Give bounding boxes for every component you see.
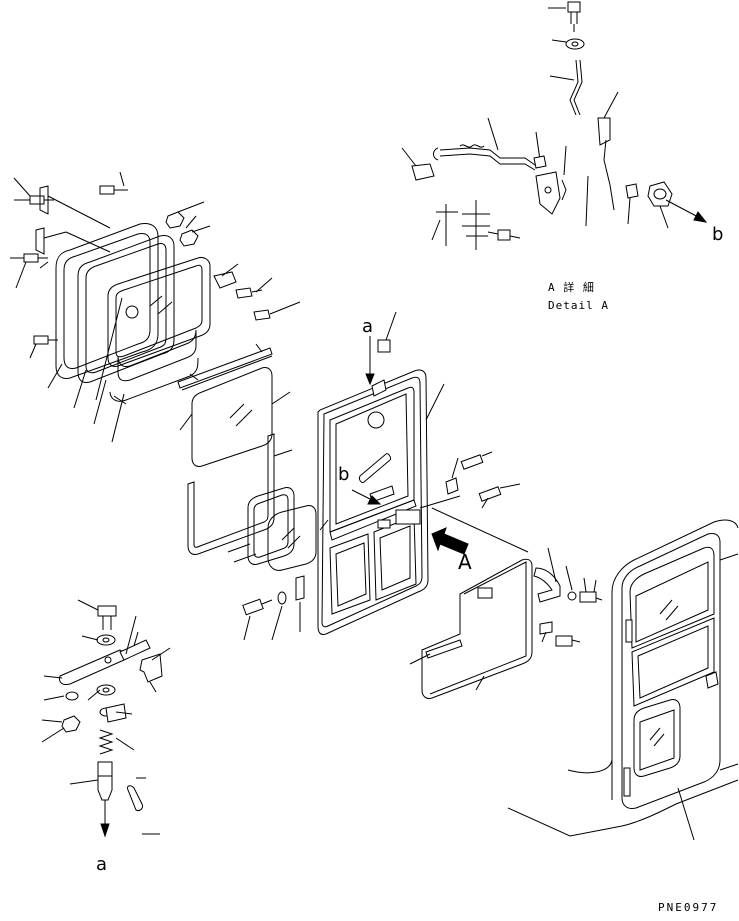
lower-window-parts — [177, 343, 317, 571]
window-rail — [109, 329, 199, 405]
lock-hardware — [41, 599, 171, 838]
detail-link-rod — [433, 117, 536, 171]
callout-a-bottom: a — [96, 854, 108, 875]
detail-cab-symbol — [431, 200, 521, 250]
nut-top — [165, 201, 211, 247]
detail-knob — [625, 181, 673, 229]
window-glass-frame — [107, 257, 211, 367]
left-leader-lines — [39, 171, 125, 443]
detail-spring — [561, 145, 589, 227]
hw-leaders — [41, 689, 101, 743]
detail-bolt — [548, 1, 581, 32]
callout-b-arrow: b — [338, 464, 350, 485]
small-window — [227, 487, 317, 571]
door-trim-panel — [409, 507, 533, 699]
view-label-a: A — [458, 550, 472, 574]
detail-washer — [551, 38, 585, 50]
cab-body — [507, 519, 739, 841]
callout-a-top: a — [362, 316, 374, 337]
hw-lever — [43, 649, 127, 685]
left-brackets — [35, 185, 111, 255]
detail-title-en: Detail A — [548, 299, 609, 312]
u-channel — [187, 433, 293, 555]
view-arrow-a — [431, 527, 469, 555]
detail-a-assembly — [401, 1, 708, 250]
glass-channel — [177, 343, 273, 391]
detail-bracket — [597, 91, 619, 211]
hw-pin — [69, 761, 160, 838]
callout-b-arrow — [351, 489, 382, 505]
left-bolts — [10, 177, 128, 359]
left-window-assembly — [10, 171, 301, 443]
window-latch — [213, 263, 301, 321]
hw-plate — [105, 703, 133, 723]
detail-clip — [401, 147, 435, 181]
door-hinge — [242, 575, 305, 641]
window-frame-outer — [55, 223, 159, 379]
detail-rod — [549, 59, 583, 116]
glass-pane — [179, 367, 291, 467]
door-frame — [317, 369, 445, 635]
callout-a-top-arrow — [365, 311, 397, 386]
hw-spring — [98, 729, 135, 755]
drawing-number: PNE0977 — [658, 901, 719, 914]
hw-spring-clip — [119, 615, 171, 693]
door-handle — [533, 547, 603, 647]
window-seal — [77, 235, 175, 383]
door-right-bolts — [419, 451, 521, 509]
callout-b-right: b — [712, 224, 724, 245]
hw-bolt — [77, 599, 117, 630]
hw-washers — [61, 634, 116, 733]
detail-title-jp: A 詳 細 — [548, 281, 595, 294]
detail-latch — [533, 131, 561, 215]
detail-arrow-b — [665, 199, 708, 223]
